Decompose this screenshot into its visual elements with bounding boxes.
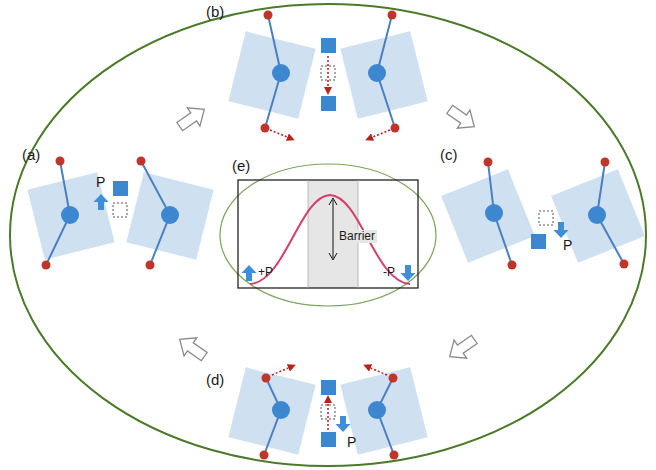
panel-label: (c) [440, 147, 458, 164]
polarization-state: +P [258, 266, 273, 279]
polarization-state: -P [383, 266, 395, 279]
barrier-label: Barrier [337, 230, 377, 243]
polarization-label: P [347, 435, 356, 450]
panel-label: (a) [22, 147, 40, 164]
panel-label: (b) [206, 4, 224, 21]
panel-label: (e) [232, 158, 250, 175]
panel-label: (d) [206, 372, 224, 389]
polarization-label: P [563, 238, 572, 253]
polarization-label: P [96, 175, 105, 190]
